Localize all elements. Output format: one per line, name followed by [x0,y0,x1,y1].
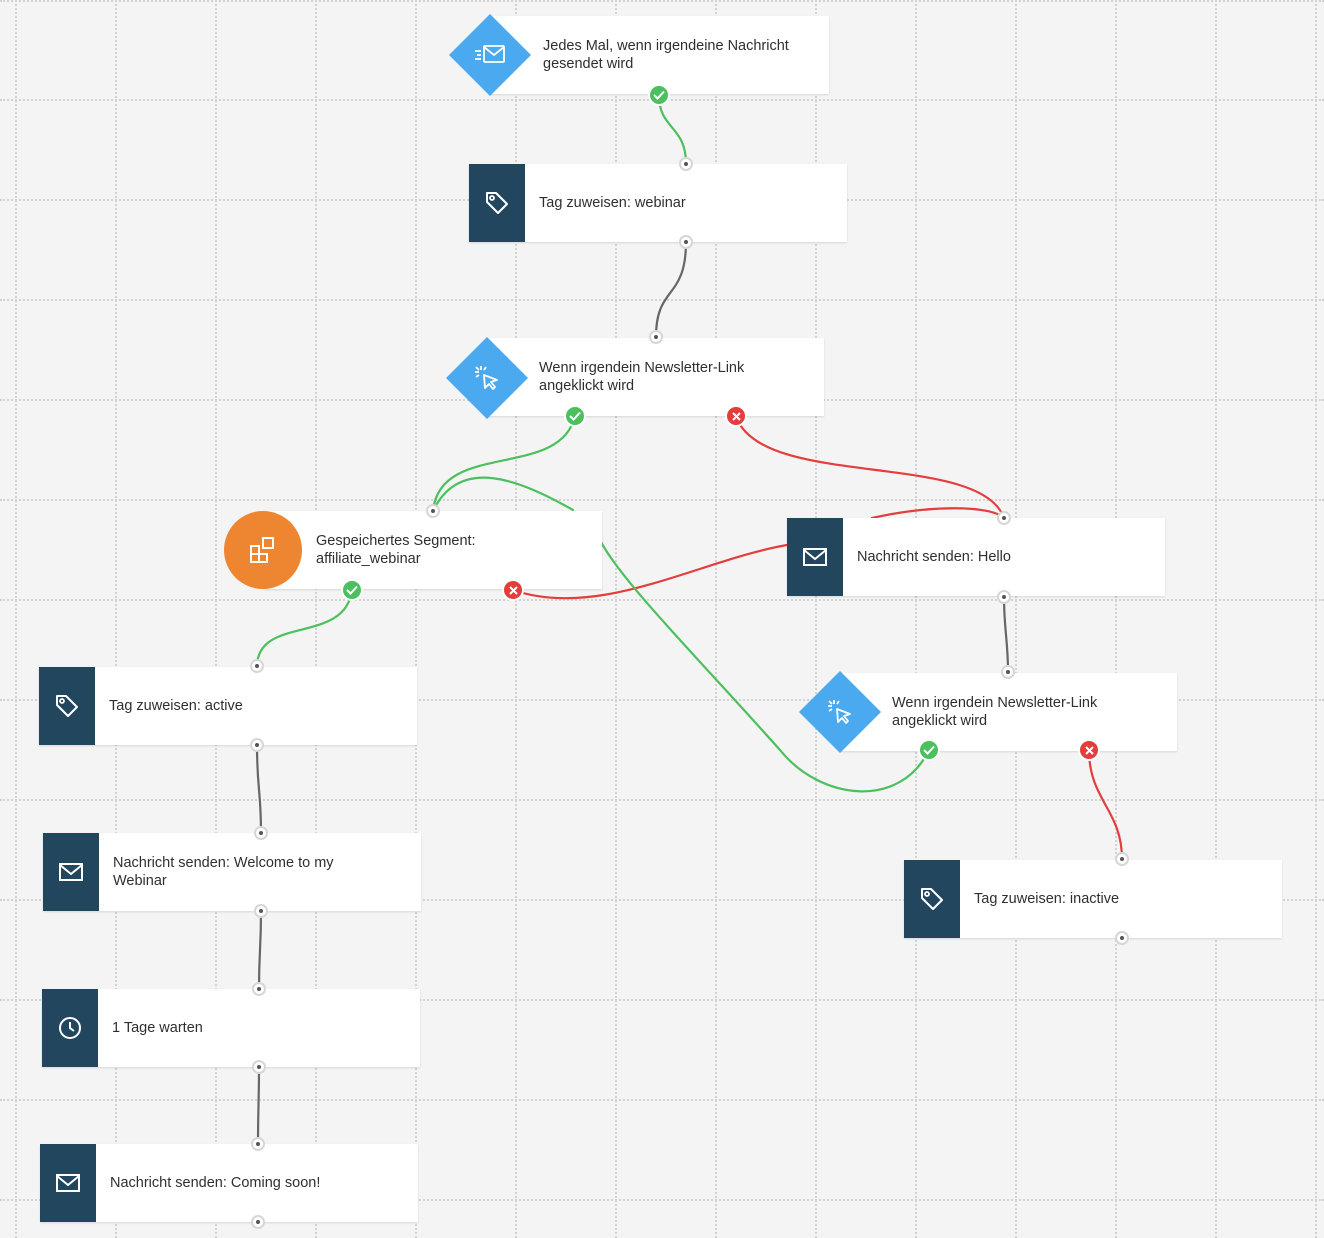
no-branch-cross-icon[interactable] [1078,739,1100,761]
node-label: Jedes Mal, wenn irgendeine Nachricht ges… [543,38,789,72]
node-send-coming-soon[interactable]: Nachricht senden: Coming soon! [40,1144,418,1222]
no-branch-cross-icon[interactable] [725,405,747,427]
wire-condition2-yes-to-segment-top [431,476,575,513]
no-branch-cross-icon[interactable] [502,579,524,601]
input-port[interactable] [679,157,693,171]
output-port[interactable] [1115,931,1129,945]
input-port[interactable] [250,659,264,673]
wire-wait-to-coming-soon [256,1065,261,1146]
input-port[interactable] [251,1137,265,1151]
input-port[interactable] [997,511,1011,525]
node-wait-1-day[interactable]: 1 Tage warten [42,989,420,1067]
click-cursor-icon [445,336,529,420]
node-label: Wenn irgendein Newsletter-Link angeklick… [892,695,1098,729]
wire-segment-no-to-hello-top [870,507,1006,520]
tag-icon [39,667,95,745]
envelope-icon [787,518,843,596]
node-label: Tag zuweisen: active [109,698,243,714]
input-port[interactable] [254,826,268,840]
node-label: Wenn irgendein Newsletter-Link angeklick… [539,360,745,394]
output-port[interactable] [252,1060,266,1074]
click-cursor-icon [798,670,882,754]
message-sent-icon [448,13,532,97]
tag-icon [469,164,525,242]
input-port[interactable] [649,330,663,344]
output-port[interactable] [250,738,264,752]
node-condition-link-clicked-2[interactable]: Wenn irgendein Newsletter-Link angeklick… [839,673,1177,751]
input-port[interactable] [1115,852,1129,866]
wire-segment-yes-to-tag-active [255,588,354,668]
node-trigger-message-sent[interactable]: Jedes Mal, wenn irgendeine Nachricht ges… [489,16,829,94]
yes-branch-check-icon[interactable] [564,405,586,427]
node-label: Nachricht senden: Hello [857,549,1011,565]
node-label: Nachricht senden: Coming soon! [110,1175,321,1191]
wire-condition2-yes-to-segment [598,538,931,793]
wire-welcome-to-wait [257,909,263,991]
output-port[interactable] [254,904,268,918]
node-label: Nachricht senden: Welcome to my Webinar [113,855,334,889]
input-port[interactable] [426,504,440,518]
wire-condition2-no-to-tag-inactive [1087,748,1124,861]
input-port[interactable] [252,982,266,996]
envelope-icon [40,1144,96,1222]
node-tag-active[interactable]: Tag zuweisen: active [39,667,417,745]
node-condition-link-clicked-1[interactable]: Wenn irgendein Newsletter-Link angeklick… [486,338,824,416]
wire-segment-no-to-hello [511,543,789,600]
wire-condition1-yes-to-segment [431,414,577,513]
yes-branch-check-icon[interactable] [918,739,940,761]
output-port[interactable] [679,235,693,249]
wire-tag-webinar-to-condition [654,240,688,339]
yes-branch-check-icon[interactable] [648,84,670,106]
node-label: 1 Tage warten [112,1020,203,1036]
output-port[interactable] [997,590,1011,604]
node-label: Tag zuweisen: inactive [974,891,1120,907]
wire-trigger-to-tag-webinar [657,93,688,166]
node-send-hello[interactable]: Nachricht senden: Hello [787,518,1165,596]
node-label: Gespeichertes Segment: affiliate_webinar [316,533,476,567]
node-label: Tag zuweisen: webinar [539,195,686,211]
tag-icon [904,860,960,938]
node-segment-affiliate[interactable]: Gespeichertes Segment: affiliate_webinar [264,511,602,589]
node-send-welcome[interactable]: Nachricht senden: Welcome to my Webinar [43,833,421,911]
yes-branch-check-icon[interactable] [341,579,363,601]
input-port[interactable] [1001,665,1015,679]
output-port[interactable] [251,1215,265,1229]
node-tag-inactive[interactable]: Tag zuweisen: inactive [904,860,1282,938]
clock-icon [42,989,98,1067]
node-tag-webinar[interactable]: Tag zuweisen: webinar [469,164,847,242]
wire-condition1-no-to-hello [734,414,1006,520]
envelope-icon [43,833,99,911]
wire-tag-active-to-welcome [255,743,263,835]
segment-icon [224,511,302,589]
wire-hello-to-condition2 [1002,595,1010,674]
